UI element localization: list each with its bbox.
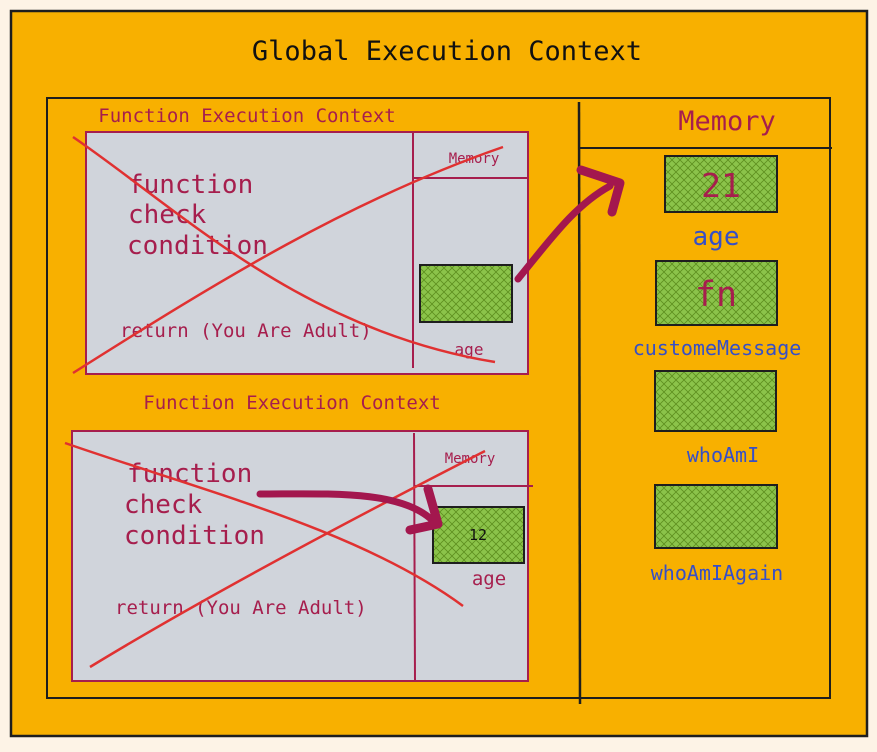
arrow-to-global-memory (514, 165, 625, 283)
memory-cell-label: customeMessage (633, 336, 802, 360)
fec-box (85, 131, 529, 375)
memory-cell-label: whoAmI (687, 443, 759, 467)
function-execution-context-1: Function Execution Context Memory functi… (72, 105, 529, 375)
inner-frame (46, 97, 831, 699)
memory-divider (577, 101, 582, 705)
memory-cell-age: 21 age (664, 155, 778, 252)
memory-cell-box (655, 260, 778, 326)
fec-return-text: return (You Are Adult) (115, 597, 367, 619)
fec-memory-cell-label: age (455, 340, 484, 359)
fec-code-line-3: condition (127, 231, 268, 261)
memory-cell-box (654, 370, 777, 432)
cross-out-line (72, 145, 504, 375)
memory-cell-custome-message: fn customeMessage (633, 260, 802, 360)
cross-out-line (72, 135, 496, 364)
memory-cell-label: age (693, 222, 740, 252)
memory-cell-who-am-i: whoAmI (654, 370, 777, 467)
memory-cell-box (654, 484, 778, 549)
fec-divider (413, 432, 416, 682)
fec-code-line-1: function (128, 170, 253, 200)
memory-cell-who-am-i-again: whoAmIAgain (651, 484, 783, 585)
function-execution-context-2: Function Execution Context Memory functi… (64, 392, 533, 682)
memory-cell-value: fn (695, 275, 737, 315)
fec-return-text: return (You Are Adult) (120, 320, 372, 342)
fec-memory-cell-value: 12 (469, 526, 487, 544)
memory-cell-label: whoAmIAgain (651, 561, 783, 585)
fec-memory-cell (432, 506, 525, 564)
memory-cell-box (664, 155, 778, 213)
fec-title: Function Execution Context (143, 392, 440, 414)
cross-out-line (64, 441, 464, 608)
global-memory: Memory 21 age fn customeMessage whoAmI w… (578, 106, 832, 585)
fec-title: Function Execution Context (98, 105, 395, 127)
global-context-title: Global Execution Context (252, 36, 642, 67)
fec-memory-cell-label: age (472, 568, 506, 590)
fec-code-line-2: check (124, 490, 203, 520)
fec-memory-cell (419, 264, 513, 323)
cross-out-line (89, 449, 486, 669)
memory-cell-value: 21 (701, 166, 741, 205)
arrow-to-fec-memory (256, 484, 443, 535)
global-memory-title: Memory (678, 106, 776, 137)
fec-code-line-3: condition (124, 521, 265, 551)
